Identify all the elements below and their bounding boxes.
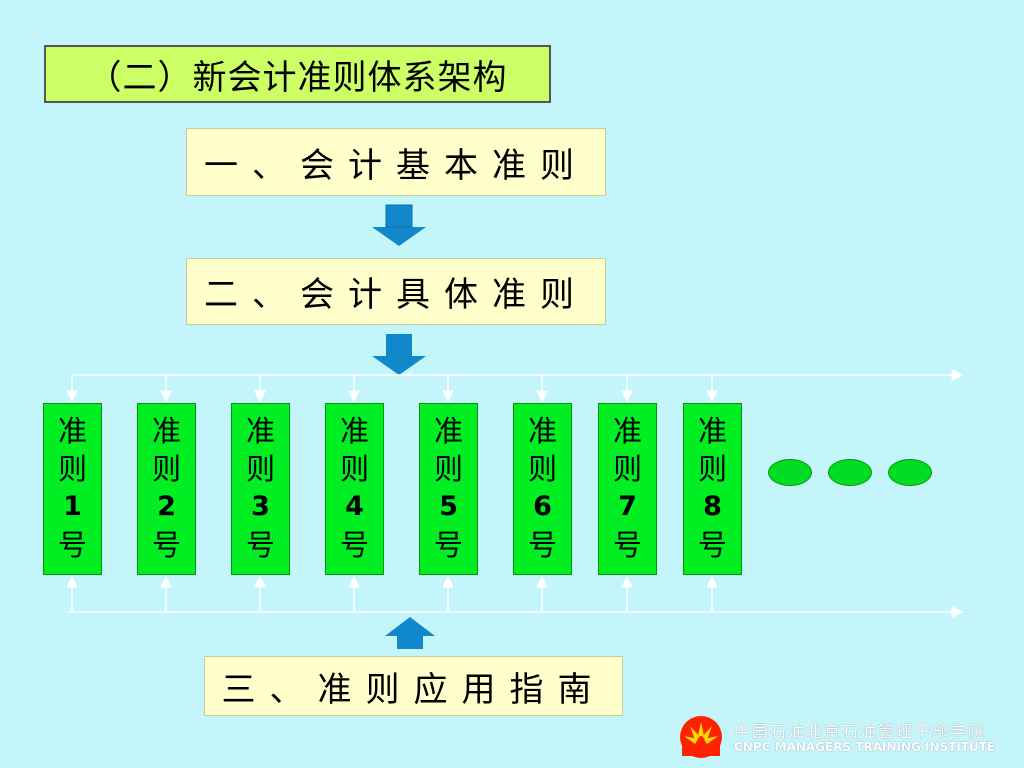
page-title: （二）新会计准则体系架构 bbox=[44, 45, 551, 103]
standard-label-num: 7 bbox=[618, 491, 637, 522]
standard-label-end: 号 bbox=[433, 528, 463, 562]
down-arrow-icon bbox=[372, 204, 426, 246]
standard-box: 准则 6 号 bbox=[513, 403, 572, 575]
stage-specific-standards: 二、会计具体准则 bbox=[186, 258, 606, 325]
standard-label-end: 号 bbox=[612, 528, 642, 562]
standard-label-mid: 则 bbox=[245, 452, 275, 486]
standard-box: 准则 7 号 bbox=[598, 403, 657, 575]
standard-label-top: 准 bbox=[151, 414, 181, 448]
standard-label-num: 3 bbox=[251, 491, 270, 522]
standard-label-mid: 则 bbox=[57, 452, 87, 486]
standard-label-end: 号 bbox=[339, 528, 369, 562]
standard-label-end: 号 bbox=[151, 528, 181, 562]
standard-label-top: 准 bbox=[57, 414, 87, 448]
footer-branding: 中国石油北京石油管理干部学院 CNPC MANAGERS TRAINING IN… bbox=[678, 712, 1018, 762]
standard-label-end: 号 bbox=[697, 528, 727, 562]
standard-label-top: 准 bbox=[697, 414, 727, 448]
standard-label-end: 号 bbox=[527, 528, 557, 562]
ellipsis-dot bbox=[828, 459, 872, 486]
standard-label-num: 5 bbox=[439, 491, 458, 522]
up-arrow-icon bbox=[385, 617, 435, 649]
institute-name-en: CNPC MANAGERS TRAINING INSTITUTE bbox=[734, 740, 996, 754]
standard-label-num: 8 bbox=[703, 491, 722, 522]
standard-label-mid: 则 bbox=[339, 452, 369, 486]
standard-label-mid: 则 bbox=[433, 452, 463, 486]
stage-application-guide: 三、准则应用指南 bbox=[204, 656, 623, 716]
standard-box: 准则 8 号 bbox=[683, 403, 742, 575]
standard-box: 准则 4 号 bbox=[325, 403, 384, 575]
standard-label-top: 准 bbox=[433, 414, 463, 448]
standard-label-num: 6 bbox=[533, 491, 552, 522]
standard-label-num: 1 bbox=[63, 491, 82, 522]
standard-label-top: 准 bbox=[339, 414, 369, 448]
standard-label-top: 准 bbox=[245, 414, 275, 448]
standard-label-mid: 则 bbox=[527, 452, 557, 486]
standard-label-top: 准 bbox=[527, 414, 557, 448]
down-arrow-icon bbox=[372, 334, 426, 375]
cnpc-logo-icon bbox=[680, 716, 722, 758]
standard-label-end: 号 bbox=[245, 528, 275, 562]
standard-label-end: 号 bbox=[57, 528, 87, 562]
ellipsis-dot bbox=[768, 459, 812, 486]
standard-label-top: 准 bbox=[612, 414, 642, 448]
standard-label-num: 4 bbox=[345, 491, 364, 522]
institute-name-cn: 中国石油北京石油管理干部学院 bbox=[734, 722, 987, 741]
standard-box: 准则 5 号 bbox=[419, 403, 478, 575]
standard-label-mid: 则 bbox=[697, 452, 727, 486]
standard-label-mid: 则 bbox=[612, 452, 642, 486]
ellipsis-dot bbox=[888, 459, 932, 486]
stage-basic-standards: 一、会计基本准则 bbox=[186, 128, 606, 196]
standard-label-mid: 则 bbox=[151, 452, 181, 486]
standard-label-num: 2 bbox=[157, 491, 176, 522]
standard-box: 准则 2 号 bbox=[137, 403, 196, 575]
standard-box: 准则 1 号 bbox=[43, 403, 102, 575]
standard-box: 准则 3 号 bbox=[231, 403, 290, 575]
